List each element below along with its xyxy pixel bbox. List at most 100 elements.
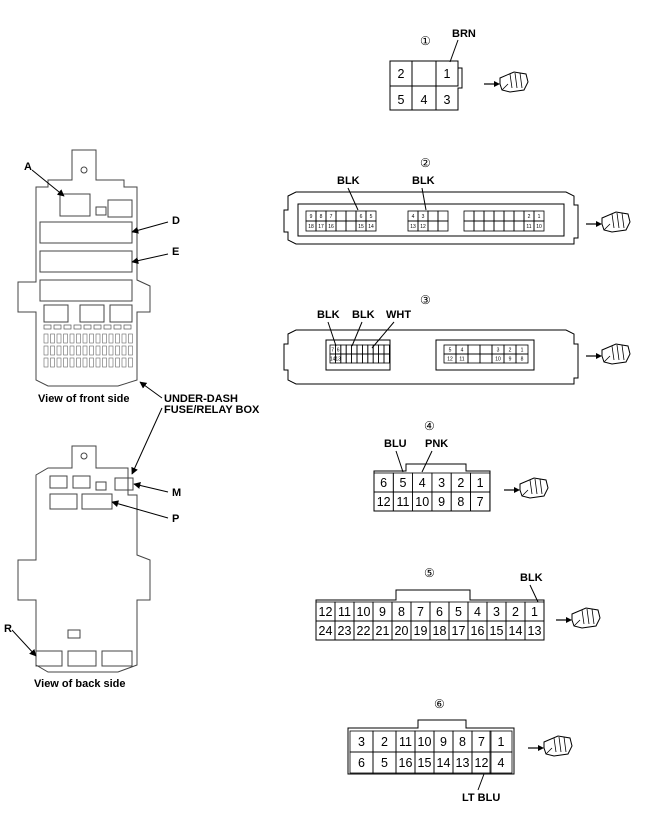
c2-block-a-terminal: 16	[328, 224, 334, 230]
c3-block-a-cell	[378, 344, 385, 355]
c6-mid-terminal: 10	[418, 735, 432, 749]
c2-block-a-cell	[365, 220, 377, 232]
probe-hand-icon	[585, 343, 631, 365]
mini-fuse	[102, 357, 107, 368]
connector-3-id: ③	[420, 293, 431, 307]
wire-label-lt-blu: LT BLU	[462, 792, 500, 804]
c6-mid-terminal: 14	[437, 756, 451, 770]
mini-fuse	[76, 333, 81, 344]
c2-block-b-cell	[427, 220, 439, 232]
c2-block-c-terminal: 11	[526, 224, 531, 230]
c5-terminal: 12	[319, 605, 333, 619]
c6-left-terminal: 2	[381, 735, 388, 749]
c6-mid-terminal: 13	[456, 756, 470, 770]
c3-block-a-terminal: 13	[335, 357, 341, 363]
c6-right-cell	[489, 751, 513, 774]
wire-label-blk-1: BLK	[317, 309, 340, 321]
c2-block-b-cell	[437, 210, 449, 222]
c3-block-a-cell	[356, 344, 363, 355]
mini-fuse	[50, 333, 55, 344]
c3-block-a-cell	[351, 353, 358, 364]
c5-terminal: 1	[531, 605, 538, 619]
small-fuse	[53, 324, 62, 330]
label-a: A	[24, 161, 32, 173]
c1-terminal-2: 2	[398, 67, 405, 81]
c2-block-a-cell	[345, 220, 357, 232]
mini-fuse	[115, 345, 120, 356]
wire-label-blu: BLU	[384, 438, 407, 450]
small-fuse	[113, 324, 122, 330]
c3-block-a-cell	[383, 344, 390, 355]
mini-fuse	[95, 345, 101, 356]
c4-terminal: 7	[477, 495, 484, 509]
mini-fuse	[43, 333, 49, 344]
mini-fuse	[89, 333, 94, 344]
wire-label-blk-2: BLK	[412, 175, 435, 187]
wire-label-blk: BLK	[520, 572, 543, 584]
small-fuse	[103, 324, 112, 330]
mini-fuse	[108, 357, 114, 368]
mini-fuse	[89, 357, 94, 368]
mini-fuse	[121, 345, 127, 356]
c5-terminal: 24	[319, 624, 333, 638]
mini-fuse	[76, 357, 81, 368]
c2-block-a-terminal: 7	[330, 214, 333, 220]
c4-terminal: 8	[457, 495, 464, 509]
c5-terminal: 10	[357, 605, 371, 619]
c3-block-a-cell	[345, 353, 353, 364]
mini-fuse	[108, 345, 114, 356]
c2-block-a-cell	[335, 210, 347, 222]
back-view-caption: View of back side	[34, 678, 126, 690]
c5-terminal: 13	[528, 624, 542, 638]
c3-block-b-cell	[479, 353, 493, 364]
c3-block-b-cell	[467, 344, 481, 355]
connector-2-id: ②	[420, 156, 431, 170]
c5-terminal: 17	[452, 624, 466, 638]
c3-block-a-cell	[367, 353, 374, 364]
c3-block-a-cell	[356, 353, 363, 364]
c2-block-c-terminal: 2	[528, 214, 531, 220]
mini-fuse	[82, 345, 88, 356]
label-p: P	[172, 513, 179, 525]
label-e: E	[172, 246, 179, 258]
c2-block-a-terminal: 14	[368, 224, 374, 230]
mini-fuse	[76, 345, 81, 356]
c4-terminal: 5	[399, 476, 406, 490]
mini-fuse	[43, 345, 49, 356]
c3-block-b-cell	[515, 353, 529, 364]
mini-fuse	[128, 357, 133, 368]
c2-block-b-cell	[427, 210, 439, 222]
small-fuse	[83, 324, 92, 330]
c4-terminal: 9	[438, 495, 445, 509]
c4-terminal: 3	[438, 476, 445, 490]
c6-left-terminal: 6	[358, 756, 365, 770]
c5-terminal: 11	[338, 605, 351, 619]
mini-fuse	[82, 333, 88, 344]
wire-label-pnk: PNK	[425, 438, 448, 450]
c3-block-a-cell	[361, 353, 369, 364]
probe-hand-icon	[585, 211, 631, 233]
c2-block-c-cell	[513, 220, 525, 232]
label-d: D	[172, 215, 180, 227]
c4-terminal: 10	[415, 495, 429, 509]
c2-block-c-terminal: 10	[536, 224, 542, 230]
mini-fuse	[82, 357, 88, 368]
c3-block-a-cell	[351, 344, 358, 355]
c6-mid-terminal: 15	[418, 756, 432, 770]
mini-fuse	[63, 357, 68, 368]
c2-block-a-terminal: 8	[320, 214, 323, 220]
c3-block-a-terminal: 6	[337, 348, 340, 354]
mini-fuse	[95, 357, 101, 368]
small-fuse	[123, 324, 132, 330]
front-view-caption: View of front side	[38, 393, 129, 405]
c2-block-b-terminal: 3	[422, 214, 425, 220]
c2-block-c-cell	[473, 210, 485, 222]
c4-terminal: 4	[419, 476, 426, 490]
c2-block-a-terminal: 6	[360, 214, 363, 220]
connector-5-id: ⑤	[424, 566, 435, 580]
connector-6-id: ⑥	[434, 697, 445, 711]
c5-terminal: 19	[414, 624, 428, 638]
